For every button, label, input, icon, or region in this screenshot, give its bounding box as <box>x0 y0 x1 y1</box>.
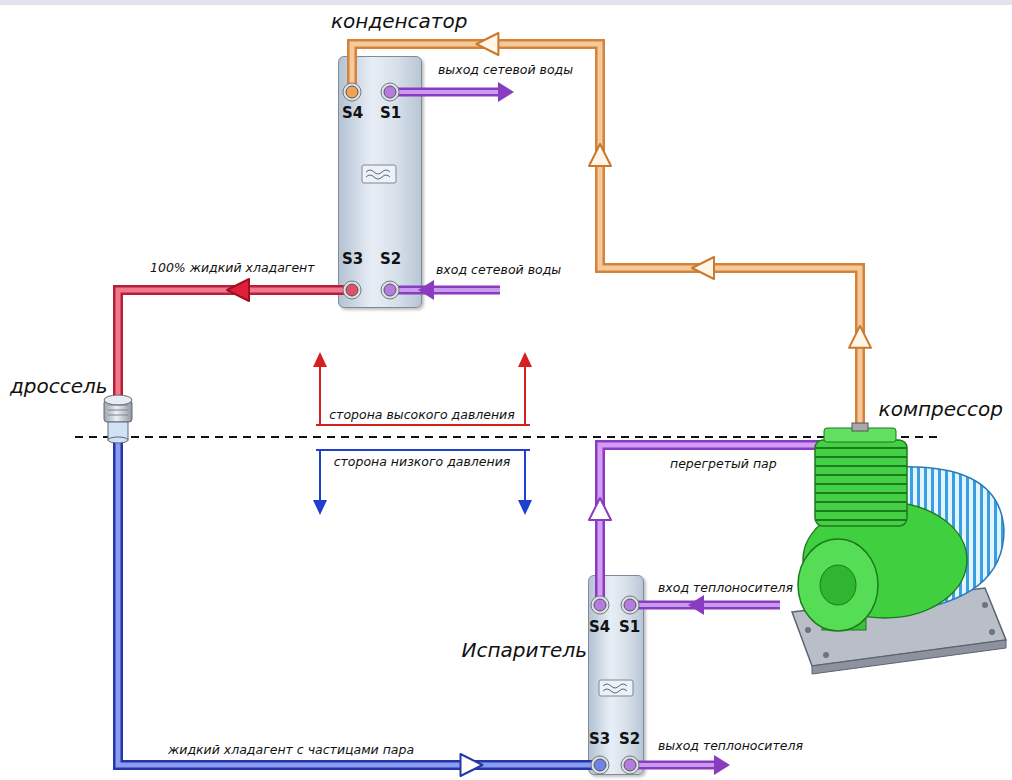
port-label: S4 <box>589 618 610 636</box>
pipe-outline <box>352 44 860 395</box>
drawing-path <box>316 450 530 503</box>
port-label: S4 <box>342 104 363 122</box>
drawing-rect <box>362 165 396 183</box>
refrigerant-pipe <box>352 33 871 395</box>
drawing-ellipse <box>798 539 878 631</box>
drawing-circle <box>343 83 361 101</box>
compressor-node: компрессор <box>785 395 1007 665</box>
throttle-valve <box>104 372 132 456</box>
port-label: S1 <box>380 104 401 122</box>
port <box>624 599 636 611</box>
plate-logo <box>362 165 633 696</box>
drawing-circle <box>381 281 399 299</box>
annotation-label: сторона низкого давления <box>334 454 511 469</box>
pressure-boundary <box>75 436 940 438</box>
port <box>594 759 606 771</box>
drawing-path <box>366 170 390 179</box>
node-title: дроссель <box>10 374 108 398</box>
pipe-label: перегретый пар <box>670 456 777 471</box>
node-title: конденсатор <box>331 9 467 33</box>
flow-arrowhead <box>461 754 483 776</box>
pipe-core <box>118 290 338 372</box>
high-pressure-arrowhead <box>518 352 532 367</box>
drawing-polygon <box>812 640 1006 674</box>
drawing-circle <box>591 756 609 774</box>
node-title: Испаритель <box>461 638 587 662</box>
low-pressure-arrowhead <box>518 500 532 515</box>
drawing-circle <box>621 596 639 614</box>
compressor-illustration <box>785 395 1006 674</box>
water-arrowhead <box>498 82 514 102</box>
port <box>346 86 358 98</box>
drawing-path <box>603 684 627 693</box>
drawing-path <box>390 92 780 765</box>
drawing-circle <box>989 629 995 635</box>
refrigerant-pipe <box>118 456 588 776</box>
annotation-label: сторона высокого давления <box>329 407 515 422</box>
flow-arrowhead <box>476 33 498 55</box>
drawing-circle <box>823 652 829 658</box>
water-pipe <box>390 92 780 765</box>
drawing-ellipse <box>820 565 856 605</box>
port <box>346 284 358 296</box>
low-pressure-arrowhead <box>313 500 327 515</box>
port <box>384 284 396 296</box>
drawing-rect <box>852 423 868 431</box>
throttle-valve-node: дроссель <box>8 372 132 456</box>
water-arrowhead <box>418 280 434 300</box>
port-label: S2 <box>380 250 401 268</box>
annotation-label: вход теплоносителя <box>658 580 793 595</box>
drawing-circle <box>591 596 609 614</box>
node-title: компрессор <box>879 397 1003 421</box>
drawing-circle <box>621 756 639 774</box>
pipe-stub <box>338 56 600 765</box>
annotation-label: вход сетевой воды <box>436 262 561 277</box>
annotation-label: выход теплоносителя <box>658 738 803 753</box>
pipe-outline <box>118 290 338 372</box>
drawing-circle <box>805 627 811 633</box>
drawing-ellipse <box>104 395 132 405</box>
port-label: S3 <box>589 730 610 748</box>
port <box>624 759 636 771</box>
drawing-path <box>390 92 780 765</box>
water-arrowhead <box>688 595 704 615</box>
pipe-outline <box>600 445 785 575</box>
water-arrowhead <box>714 755 730 775</box>
refrigerant-pipe <box>118 279 338 372</box>
port <box>594 599 606 611</box>
refrigerant-pipe <box>589 445 785 575</box>
drawing-rect <box>815 440 907 526</box>
port-ring <box>343 83 639 774</box>
port-label: S3 <box>342 250 363 268</box>
drawing-rect <box>599 680 633 696</box>
low-pressure-marker <box>316 450 530 503</box>
drawing-circle <box>343 281 361 299</box>
drawing-path <box>108 405 128 415</box>
flow-arrowhead <box>227 279 249 301</box>
drawing-ellipse <box>108 437 128 443</box>
pipe-core <box>118 456 588 765</box>
drawing-circle <box>982 602 988 608</box>
pipe-outline <box>118 456 588 765</box>
drawing-circle <box>381 83 399 101</box>
flow-arrowhead <box>589 144 611 166</box>
pipe-core <box>600 445 785 575</box>
annotation-label: выход сетевой воды <box>438 62 573 77</box>
port-label: S1 <box>619 618 640 636</box>
pipe-label: 100% жидкий хладагент <box>150 260 315 275</box>
high-pressure-marker <box>316 364 530 425</box>
port <box>384 86 396 98</box>
pipe-core <box>352 44 860 395</box>
flow-arrowhead <box>589 498 611 520</box>
drawing-path <box>316 364 530 425</box>
flow-arrowhead <box>692 257 714 279</box>
port-label: S2 <box>619 730 640 748</box>
pipe-label: жидкий хладагент с частицами пара <box>168 742 414 757</box>
high-pressure-arrowhead <box>313 352 327 367</box>
top-strip <box>0 0 1012 5</box>
flow-arrowhead <box>849 326 871 348</box>
